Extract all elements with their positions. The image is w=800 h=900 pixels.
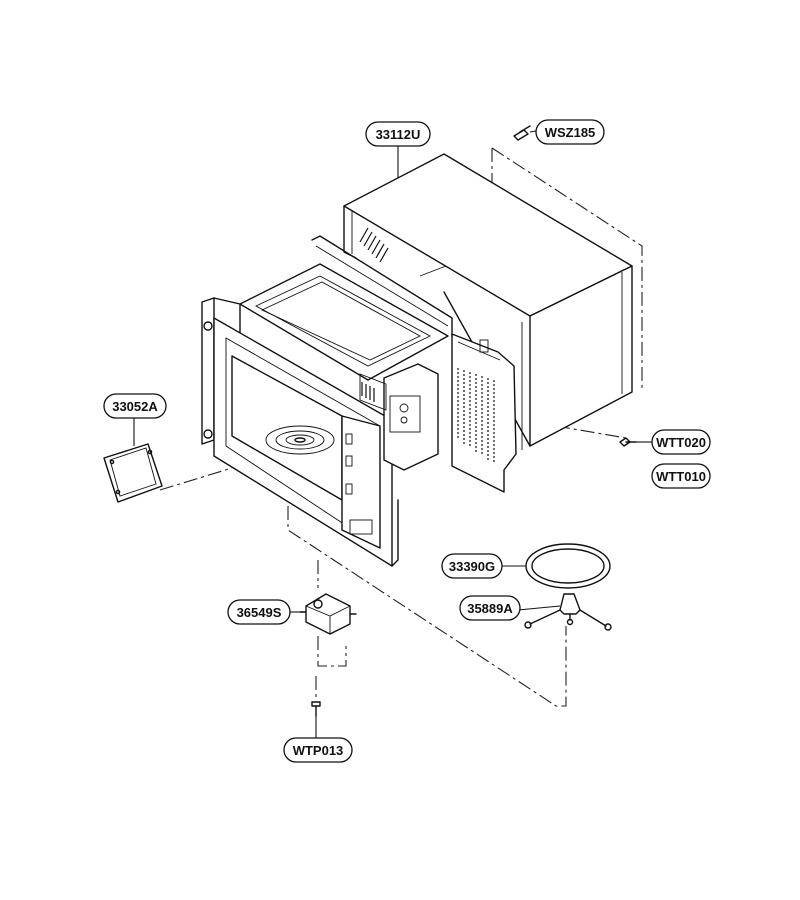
part-label-text: WTP013 xyxy=(293,743,344,758)
turntable-motor xyxy=(299,593,357,635)
part-label-36549s: 36549S xyxy=(227,599,291,625)
inner-cavity xyxy=(201,235,453,567)
part-label-text: 36549S xyxy=(237,605,282,620)
screw-motor xyxy=(311,701,321,717)
part-label-33390g: 33390G xyxy=(441,553,503,579)
part-label-text: 33112U xyxy=(376,127,421,142)
part-label-text: WTT010 xyxy=(656,469,706,484)
part-label-wtt010: WTT010 xyxy=(651,463,711,489)
screw-rear xyxy=(619,437,637,447)
leader-lines xyxy=(133,130,652,740)
part-label-wtt020: WTT020 xyxy=(651,429,711,455)
part-label-33112u: 33112U xyxy=(365,121,431,147)
part-label-wtp013: WTP013 xyxy=(283,737,353,763)
screw-top xyxy=(513,125,531,141)
part-label-text: 35889A xyxy=(467,601,513,616)
rear-panel xyxy=(451,333,517,493)
part-label-33052a: 33052A xyxy=(103,393,167,419)
outer-cabinet xyxy=(343,153,633,450)
part-label-wsz185: WSZ185 xyxy=(535,119,605,145)
part-label-text: WTT020 xyxy=(656,435,706,450)
part-label-text: 33390G xyxy=(449,559,495,574)
part-label-text: 33052A xyxy=(112,399,158,414)
roller-ring xyxy=(524,593,612,631)
part-label-35889a: 35889A xyxy=(459,595,521,621)
waveguide-cover xyxy=(103,443,163,503)
glass-tray xyxy=(525,543,611,589)
part-label-text: WSZ185 xyxy=(545,125,596,140)
